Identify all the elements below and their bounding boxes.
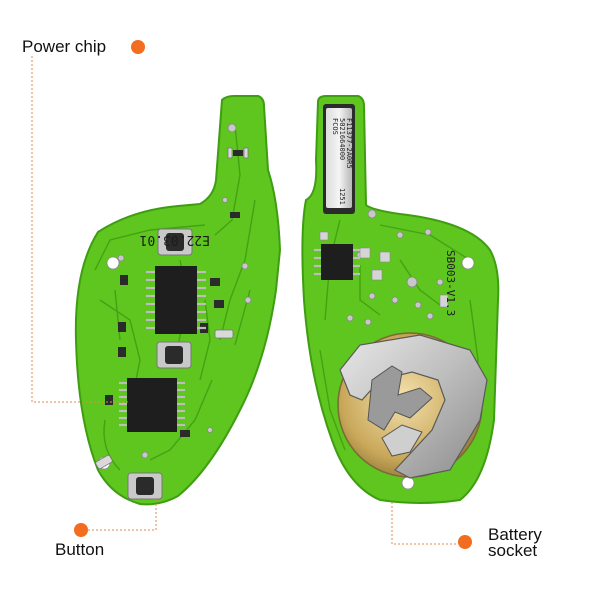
tact-switch-top <box>157 228 193 256</box>
tact-switch-middle <box>156 341 192 369</box>
power-chip <box>119 378 185 432</box>
power-chip-marker-icon <box>131 40 145 54</box>
module-line-4: 1251 <box>338 188 346 205</box>
left-pcb-board: E22.03.01 <box>74 95 282 506</box>
button-marker-icon <box>74 523 88 537</box>
right-board-code-label: SB003-V1.3 <box>444 250 457 316</box>
battery-label-line-1: Battery <box>488 525 542 544</box>
module-line-3: F11377-2A0R5 <box>345 118 353 169</box>
module-line-1: FCOS <box>331 118 339 135</box>
battery-socket-marker-icon <box>458 535 472 549</box>
leader-lines <box>31 56 458 545</box>
power-chip-label: Power chip <box>22 37 107 56</box>
eeprom-chip <box>314 244 360 280</box>
mcu-chip <box>146 266 206 334</box>
tact-switch-bottom <box>127 472 163 500</box>
module-line-2: 5021664000 <box>338 118 346 160</box>
battery-socket <box>337 332 488 479</box>
rf-module: FCOS 5021664000 F11377-2A0R5 1251 <box>323 104 355 214</box>
button-label: Button <box>55 540 105 559</box>
battery-socket-label: Battery socket <box>488 525 542 560</box>
right-pcb-board: FCOS 5021664000 F11377-2A0R5 1251 SB003-… <box>301 95 500 504</box>
battery-label-line-2: socket <box>488 541 538 560</box>
left-board-date-label: E22.03.01 <box>140 232 210 247</box>
